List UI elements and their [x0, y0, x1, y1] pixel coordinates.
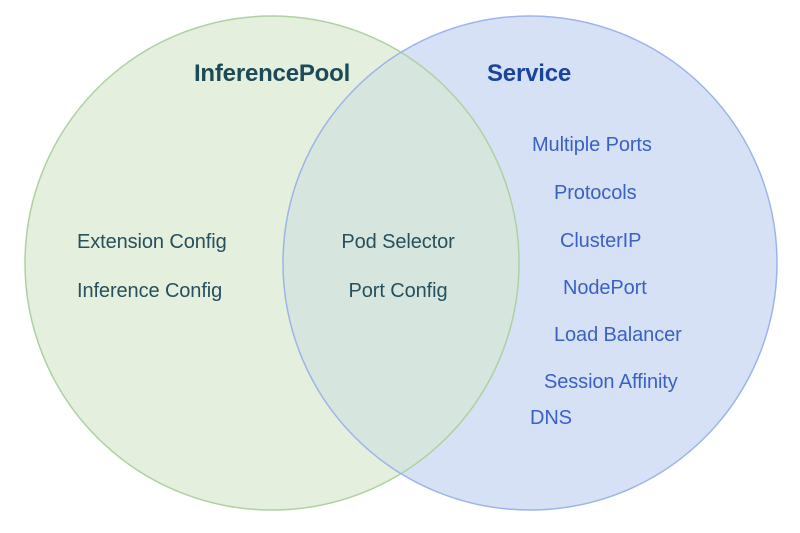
right-circle-outline [282, 15, 778, 511]
right-circle-item: DNS [530, 407, 572, 429]
left-circle-item: Inference Config [77, 280, 223, 302]
left-circle-title: InferencePool [193, 60, 351, 87]
left-circle-item: Extension Config [77, 231, 227, 253]
right-circle-item: NodePort [563, 277, 647, 299]
right-circle-title: Service [486, 60, 572, 87]
left-circle-outline [24, 15, 520, 511]
overlap-region-fill [283, 52, 519, 474]
overlap-item: Port Config [348, 280, 448, 302]
right-circle-item: Multiple Ports [532, 134, 652, 156]
overlap-item: Pod Selector [341, 231, 455, 253]
right-circle-item: Session Affinity [544, 371, 678, 393]
right-circle-item: Load Balancer [554, 324, 682, 346]
right-circle-item: Protocols [554, 182, 637, 204]
right-circle-item: ClusterIP [560, 230, 642, 252]
